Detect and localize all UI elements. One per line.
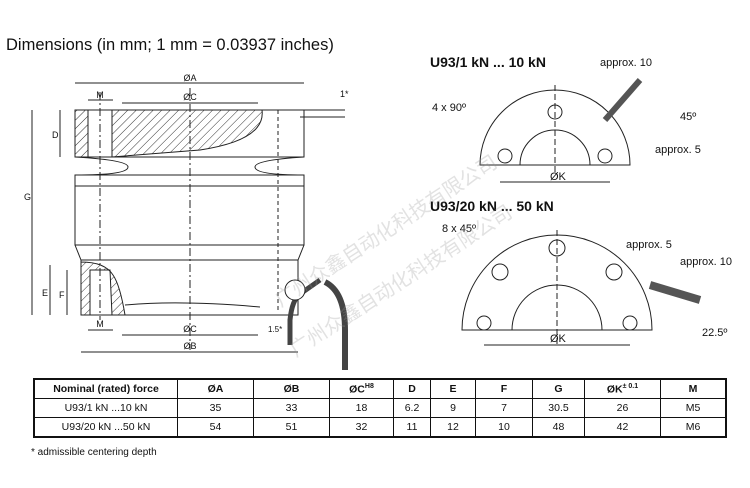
cell: 48	[532, 417, 585, 438]
cell: 9	[430, 398, 476, 418]
small-holes-label: 4 x 90º	[432, 102, 466, 114]
header-k-text: ØK	[606, 383, 623, 396]
small-approx10-label: approx. 10	[600, 57, 652, 69]
dim-m-top-label: M	[96, 90, 104, 100]
header-f: F	[475, 378, 533, 399]
large-approx5-label: approx. 5	[626, 239, 672, 251]
footnote: * admissible centering depth	[31, 447, 157, 458]
header-b: ØB	[253, 378, 330, 399]
cell: 30.5	[532, 398, 585, 418]
cell: M5	[660, 398, 727, 418]
cell: 26	[584, 398, 661, 418]
cell: 11	[393, 417, 431, 438]
dim-d-label: D	[52, 130, 59, 140]
header-e: E	[430, 378, 476, 399]
table-header-row: Nominal (rated) force ØA ØB ØCH8 D E F G…	[33, 378, 727, 399]
top-view-small: U93/1 kN ... 10 kN 4 x 90º approx. 10 45…	[430, 54, 701, 183]
cell: 35	[177, 398, 254, 418]
large-approx10-label: approx. 10	[680, 256, 732, 268]
side-section-view: ØA ØC M 1* D G E F M ØC ØB 1.5*	[24, 73, 349, 370]
dim-e-label: E	[42, 288, 48, 298]
cell: 10	[475, 417, 533, 438]
dim-f-label: F	[59, 290, 65, 300]
cell: 7	[475, 398, 533, 418]
large-k-label: ØK	[550, 333, 567, 345]
cell: U93/1 kN ...10 kN	[33, 398, 178, 418]
header-g: G	[532, 378, 585, 399]
dim-b-label: ØB	[183, 341, 196, 351]
header-k-sup: ± 0.1	[622, 382, 639, 390]
dim-g-label: G	[24, 192, 31, 202]
cell: 32	[329, 417, 394, 438]
cell: M6	[660, 417, 727, 438]
top-view-large: U93/20 kN ... 50 kN 8 x 45º approx. 5 ap…	[430, 198, 732, 346]
dim-a-label: ØA	[183, 73, 196, 83]
header-c-sup: H8	[364, 382, 374, 390]
header-c: ØCH8	[329, 378, 394, 399]
dimensions-title: Dimensions (in mm; 1 mm = 0.03937 inches…	[6, 36, 334, 54]
cell: 51	[253, 417, 330, 438]
cell: U93/20 kN ...50 kN	[33, 417, 178, 438]
dimensions-table: Nominal (rated) force ØA ØB ØCH8 D E F G…	[33, 378, 727, 438]
header-k: ØK± 0.1	[584, 378, 661, 399]
large-view-title: U93/20 kN ... 50 kN	[430, 198, 554, 214]
cell: 18	[329, 398, 394, 418]
dim-m-bottom-label: M	[96, 319, 104, 329]
small-view-title: U93/1 kN ... 10 kN	[430, 54, 546, 70]
cell: 54	[177, 417, 254, 438]
large-holes-label: 8 x 45º	[442, 223, 476, 235]
cell: 42	[584, 417, 661, 438]
dim-1-5-label: 1.5*	[268, 325, 282, 334]
small-angle-label: 45º	[680, 111, 696, 123]
cell: 6.2	[393, 398, 431, 418]
header-a: ØA	[177, 378, 254, 399]
cell: 33	[253, 398, 330, 418]
header-force: Nominal (rated) force	[33, 378, 178, 399]
dim-c-bottom-label: ØC	[183, 324, 197, 334]
cell: 12	[430, 417, 476, 438]
header-m: M	[660, 378, 727, 399]
small-approx5-label: approx. 5	[655, 144, 701, 156]
dim-1-label: 1*	[340, 89, 349, 99]
header-d: D	[393, 378, 431, 399]
large-angle-label: 22.5º	[702, 327, 727, 339]
dim-c-top-label: ØC	[183, 92, 197, 102]
header-c-text: ØC	[349, 383, 365, 396]
small-k-label: ØK	[550, 171, 567, 183]
